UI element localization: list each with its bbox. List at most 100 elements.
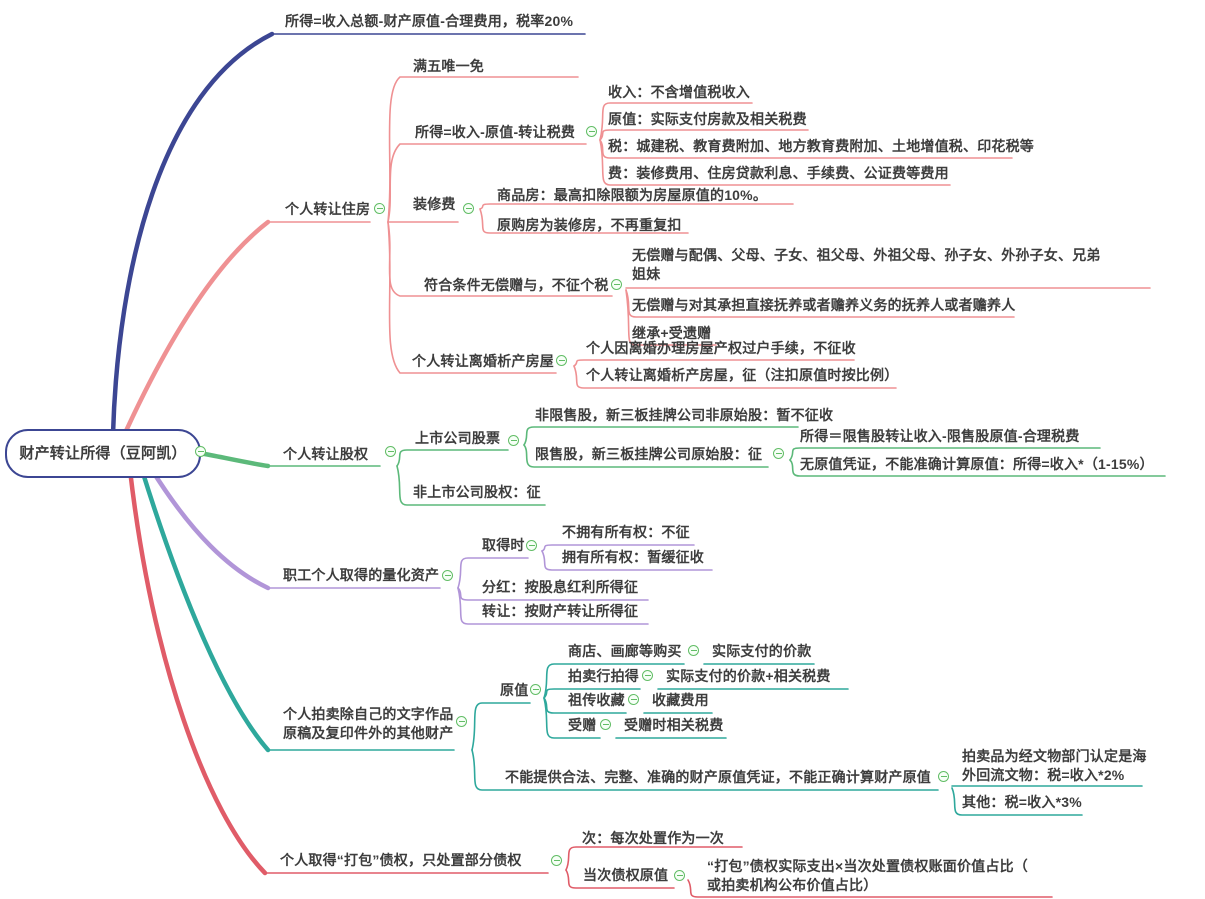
- collapse-icon-shouzeng[interactable]: [600, 719, 611, 730]
- node-feixianshou[interactable]: 非限售股，新三板挂牌公司非原始股：暂不征收: [535, 407, 834, 423]
- node-suode[interactable]: 所得=收入-原值-转让税费: [415, 124, 576, 140]
- node-shouzeng-value[interactable]: 受赠时相关税费: [624, 717, 724, 733]
- connector: [127, 467, 268, 876]
- connector: [687, 879, 1053, 898]
- node-fenhong[interactable]: 分红：按股息红利所得征: [482, 579, 639, 595]
- node-lihun-guohu[interactable]: 个人因离婚办理房屋产权过户手续，不征收: [586, 340, 856, 356]
- collapse-icon-zhuangxiufei[interactable]: [463, 203, 474, 214]
- connector: [543, 697, 601, 739]
- node-qinshu[interactable]: 无偿赠与配偶、父母、子女、祖父母、外祖父母、孙子女、外孙子女、兄弟 姐妹: [632, 247, 1101, 282]
- collapse-icon-debt[interactable]: [551, 855, 562, 866]
- connector: [789, 459, 1166, 477]
- node-paimai-value[interactable]: 实际支付的价款+相关税费: [666, 668, 831, 684]
- collapse-icon-a-yuanzhi[interactable]: [530, 684, 541, 695]
- node-yuanzhi[interactable]: 原值：实际支付房款及相关税费: [608, 111, 807, 127]
- node-shouzeng[interactable]: 受赠: [568, 717, 597, 733]
- node-listed[interactable]: 上市公司股票: [415, 430, 501, 446]
- connector: [573, 365, 897, 389]
- node-jicheng[interactable]: 继承+受遗赠: [632, 325, 712, 341]
- node-zuchuan-value[interactable]: 收藏费用: [652, 692, 709, 708]
- collapse-icon-noproof[interactable]: [938, 771, 949, 782]
- collapse-icon-qude[interactable]: [526, 540, 537, 551]
- connector: [543, 663, 685, 699]
- node-xianshou[interactable]: 限售股，新三板挂牌公司原始股：征: [535, 446, 763, 462]
- collapse-icon-xianshou[interactable]: [773, 448, 784, 459]
- connector: [573, 359, 855, 367]
- node-xs-wuyuanzhi[interactable]: 无原值凭证，不能准确计算原值：所得=收入*（1-15%）: [800, 456, 1154, 472]
- node-shouru[interactable]: 收入：不含增值税收入: [608, 84, 750, 100]
- branch-housing-connectors: [123, 76, 1151, 434]
- node-manwu[interactable]: 满五唯一免: [413, 58, 484, 74]
- node-formula[interactable]: 所得=收入总额-财产原值-合理费用，税率20%: [285, 13, 574, 29]
- node-yuangoufang[interactable]: 原购房为装修房，不再重复扣: [497, 217, 682, 233]
- connector: [396, 449, 509, 467]
- node-a-yuanzhi[interactable]: 原值: [500, 682, 529, 698]
- node-debt-yuanzhi[interactable]: 当次债权原值: [583, 867, 669, 883]
- branch-equity-connectors: [197, 426, 1166, 506]
- connector: [543, 697, 627, 714]
- node-fuyang[interactable]: 无偿赠与对其承担直接抚养或者赡养义务的抚养人或者赡养人: [632, 297, 1016, 313]
- collapse-icon-quantized[interactable]: [442, 570, 453, 581]
- connector: [789, 447, 1101, 461]
- connector: [599, 139, 951, 186]
- node-xs-suode[interactable]: 所得＝限售股转让收入-限售股原值-合理税费: [800, 428, 1080, 444]
- node-qude[interactable]: 取得时: [482, 537, 525, 553]
- node-auction[interactable]: 个人拍卖除自己的文字作品 原稿及复印件外的其他财产: [283, 706, 454, 741]
- collapse-icon-auction[interactable]: [456, 716, 467, 727]
- collapse-icon-listed[interactable]: [508, 435, 519, 446]
- connector: [139, 467, 271, 753]
- node-debt-dabao[interactable]: “打包”债权实际支出×当次处置债权账面价值占比（ 或拍卖机构公布价值占比）: [707, 858, 1028, 893]
- node-qude-no[interactable]: 不拥有所有权：不征: [562, 524, 690, 540]
- connector: [110, 31, 275, 437]
- node-debt[interactable]: 个人取得“打包”债权，只处置部分债权: [280, 852, 522, 868]
- collapse-icon-lihun[interactable]: [556, 355, 567, 366]
- collapse-icon-zuchuan[interactable]: [628, 694, 639, 705]
- node-quantized[interactable]: 职工个人取得的量化资产: [283, 567, 440, 583]
- node-lihun-zheng[interactable]: 个人转让离婚析产房屋，征（注扣原值时按比例）: [586, 367, 899, 383]
- collapse-icon-suode[interactable]: [586, 126, 597, 137]
- collapse-icon-zengyu[interactable]: [611, 279, 622, 290]
- connector: [479, 208, 689, 234]
- node-np-other[interactable]: 其他：税=收入*3%: [962, 794, 1082, 810]
- node-haiwai[interactable]: 拍卖品为经文物部门认定是海 外回流文物：税=收入*2%: [962, 748, 1147, 783]
- collapse-icon-housing[interactable]: [374, 203, 385, 214]
- node-zengyu[interactable]: 符合条件无偿赠与，不征个税: [424, 277, 609, 293]
- connector: [457, 587, 649, 625]
- node-qude-yes[interactable]: 拥有所有权：暂缓征收: [562, 549, 704, 565]
- node-unlisted[interactable]: 非上市公司股权：征: [413, 484, 541, 500]
- connector: [523, 444, 769, 468]
- collapse-icon-paimai[interactable]: [642, 670, 653, 681]
- node-equity[interactable]: 个人转让股权: [283, 446, 369, 462]
- node-fei[interactable]: 费：装修费用、住房贷款利息、手续费、公证费等费用: [608, 165, 949, 181]
- node-shangdian-value[interactable]: 实际支付的价款: [712, 643, 812, 659]
- node-shangpinfang[interactable]: 商品房：最高扣除限额为房屋原值的10%。: [497, 187, 768, 203]
- connector: [625, 289, 717, 346]
- connector: [599, 139, 1013, 159]
- branch-debt-connectors: [127, 467, 1053, 898]
- collapse-icon-shangdian[interactable]: [688, 645, 699, 656]
- node-zuchuan[interactable]: 祖传收藏: [568, 692, 625, 708]
- connector: [951, 787, 1083, 816]
- node-lihun[interactable]: 个人转让离婚析产房屋: [412, 353, 554, 369]
- node-shui[interactable]: 税：城建税、教育费附加、地方教育费附加、土地增值税、印花税等: [608, 138, 1034, 154]
- branch-quantized-connectors: [149, 467, 713, 625]
- node-noproof[interactable]: 不能提供合法、完整、准确的财产原值凭证，不能正确计算财产原值: [505, 769, 931, 785]
- connector: [457, 557, 529, 589]
- node-housing[interactable]: 个人转让住房: [285, 201, 371, 217]
- connector: [471, 702, 531, 751]
- connector: [543, 688, 641, 699]
- collapse-icon-equity[interactable]: [385, 446, 396, 457]
- collapse-icon-debt-yuanzhi[interactable]: [674, 870, 685, 881]
- connector: [599, 129, 809, 141]
- collapse-icon-root[interactable]: [195, 446, 206, 457]
- node-debt-ci[interactable]: 次：每次处置作为一次: [582, 830, 724, 846]
- connector: [396, 465, 546, 506]
- root-node[interactable]: 财产转让所得（豆阿凯）: [5, 429, 201, 478]
- node-zhuangxiufei[interactable]: 装修费: [413, 196, 456, 212]
- node-zhuanrang[interactable]: 转让：按财产转让所得征: [482, 603, 639, 619]
- node-shangdian[interactable]: 商店、画廊等购买: [568, 643, 682, 659]
- connector: [541, 544, 695, 552]
- node-paimai[interactable]: 拍卖行拍得: [568, 668, 639, 684]
